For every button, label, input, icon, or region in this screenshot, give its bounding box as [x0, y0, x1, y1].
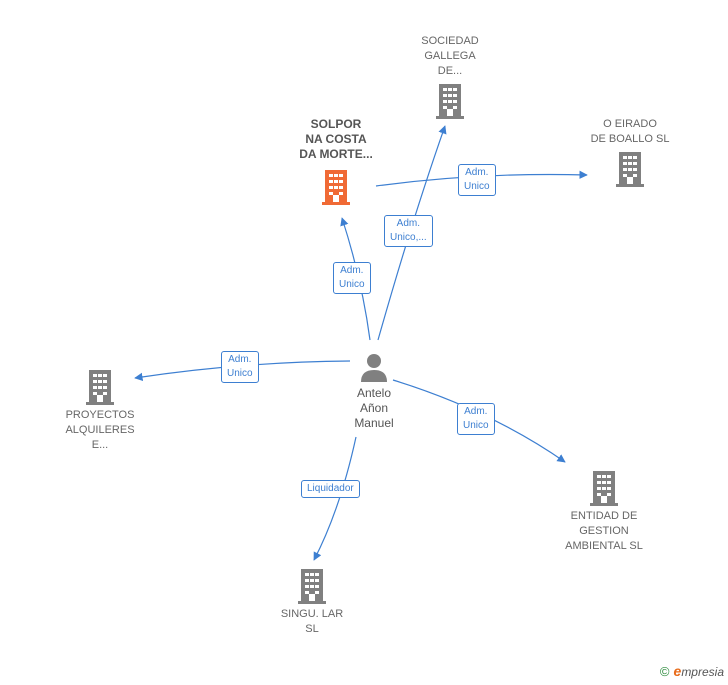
footer-brand: © empresia [660, 663, 724, 679]
company-node-eirado[interactable]: O EIRADO DE BOALLO SL [578, 117, 682, 188]
building-icon [616, 152, 644, 187]
building-icon [322, 170, 350, 205]
copyright-symbol: © [659, 663, 670, 679]
company-name: O EIRADO DE BOALLO SL [590, 118, 670, 145]
building-icon [436, 84, 464, 119]
company-name: PROYECTOS ALQUILERES E... [65, 409, 135, 451]
edge-singu [313, 436, 357, 561]
person-icon [361, 354, 387, 382]
relation-label-singu[interactable]: Liquidador [301, 480, 360, 498]
company-node-entidad[interactable]: ENTIDAD DE GESTION AMBIENTAL SL [548, 469, 660, 554]
brand-logo: empresia [673, 663, 724, 679]
relation-label-sociedad[interactable]: Adm. Unico,... [384, 215, 433, 247]
company-node-proyectos[interactable]: PROYECTOS ALQUILERES E... [46, 368, 154, 453]
relation-label-solpor[interactable]: Adm. Unico [333, 262, 371, 294]
building-icon [590, 471, 618, 506]
company-node-solpor[interactable]: SOLPOR NA COSTA DA MORTE... [286, 117, 386, 206]
relation-label-entidad[interactable]: Adm. Unico [457, 403, 495, 435]
building-icon [298, 569, 326, 604]
relation-label-proyectos[interactable]: Adm. Unico [221, 351, 259, 383]
company-name: SOCIEDAD GALLEGA DE... [421, 35, 479, 77]
company-node-singu[interactable]: SINGU. LAR SL [262, 567, 362, 637]
company-name: SINGU. LAR SL [280, 608, 344, 635]
company-name: ENTIDAD DE GESTION AMBIENTAL SL [565, 510, 643, 552]
person-node-center[interactable]: Antelo Añon Manuel [332, 352, 416, 431]
building-icon [86, 370, 114, 405]
relation-label-eirado[interactable]: Adm. Unico [458, 164, 496, 196]
company-name: SOLPOR NA COSTA DA MORTE... [299, 117, 373, 161]
person-name: Antelo Añon Manuel [354, 386, 394, 430]
company-node-sociedad[interactable]: SOCIEDAD GALLEGA DE... [400, 34, 500, 120]
